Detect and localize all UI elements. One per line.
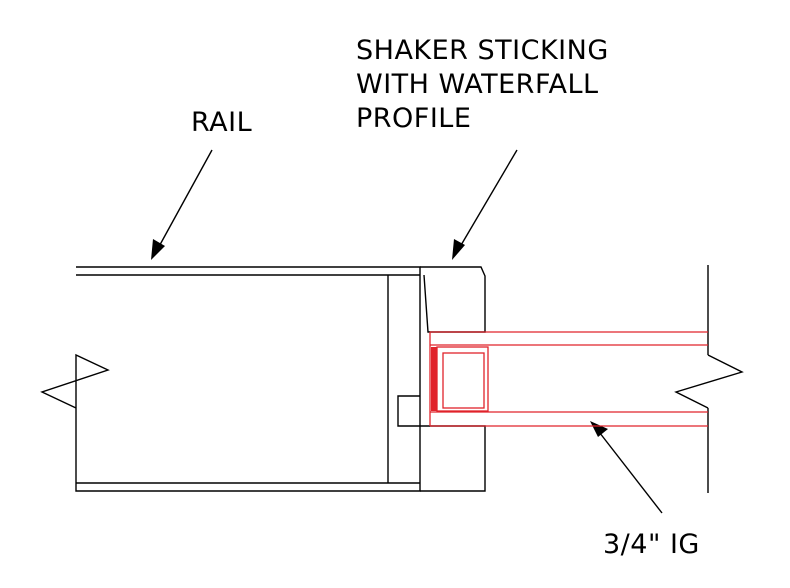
glass-label: 3/4" IG — [603, 529, 700, 560]
right-break-symbol — [674, 354, 744, 409]
rail-outline — [40, 266, 421, 492]
rail-arrowhead — [151, 239, 165, 260]
sticking-label-line-1: SHAKER STICKING — [356, 35, 609, 66]
sticking-label-line-3: PROFILE — [356, 103, 472, 134]
stop-profile — [397, 395, 486, 492]
rail-label: RAIL — [191, 107, 253, 138]
sticking-label-line-2: WITH WATERFALL — [356, 69, 599, 100]
spacer-outer — [436, 346, 489, 412]
sticking-label: SHAKER STICKING WITH WATERFALL PROFILE — [356, 34, 609, 136]
sticking-leader — [456, 149, 518, 253]
rail-leader — [155, 149, 213, 253]
spacer-inner — [442, 352, 485, 409]
glazing-sealant — [431, 347, 437, 411]
sticking-arrowhead — [452, 239, 465, 260]
glass-arrowhead — [590, 421, 608, 437]
sticking-profile — [420, 266, 486, 333]
glass-leader — [595, 427, 663, 514]
